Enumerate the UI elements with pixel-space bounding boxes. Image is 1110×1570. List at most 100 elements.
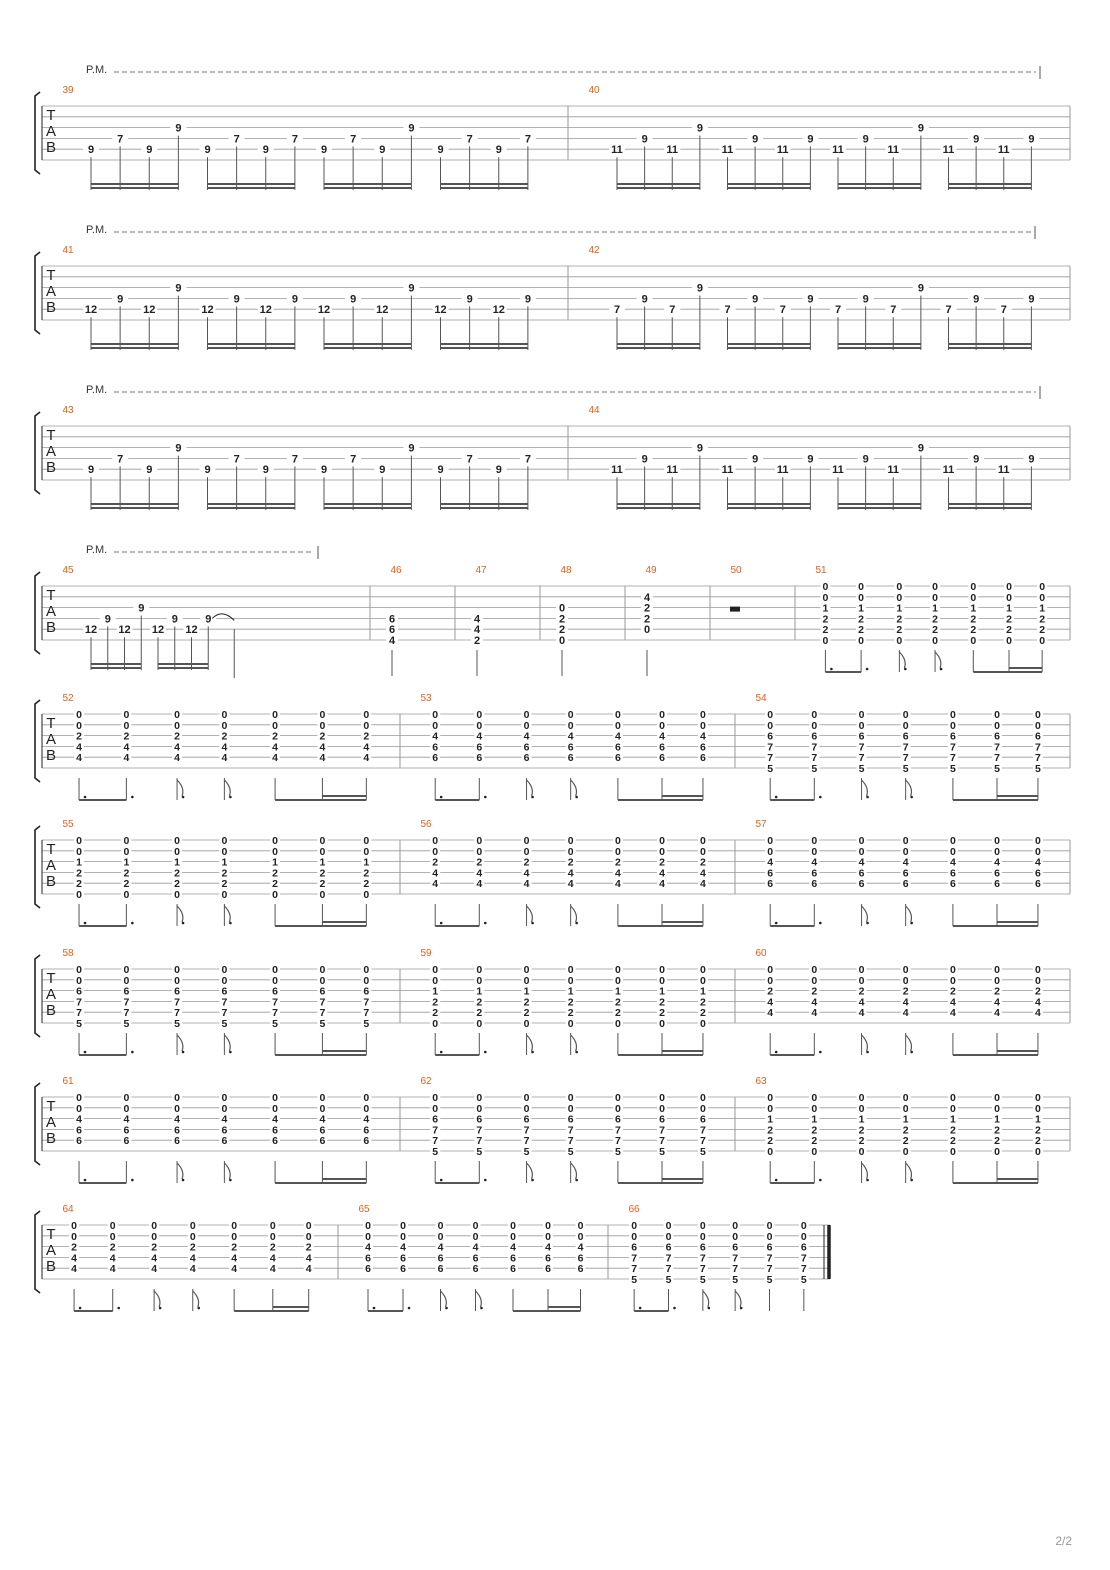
tab-clef-letter: A bbox=[46, 857, 56, 874]
fret-number: 0 bbox=[110, 1231, 116, 1243]
fret-number: 9 bbox=[752, 453, 758, 465]
fret-number: 12 bbox=[260, 304, 272, 316]
fret-bg bbox=[612, 855, 623, 867]
fret-number: 7 bbox=[234, 133, 240, 145]
fret-number: 0 bbox=[896, 592, 902, 604]
fret-number: 0 bbox=[1039, 581, 1045, 593]
fret-number: 7 bbox=[76, 996, 82, 1008]
fret-bg bbox=[361, 963, 372, 974]
fret-number: 0 bbox=[970, 581, 976, 593]
fret-number: 0 bbox=[858, 581, 864, 593]
measure-number: 42 bbox=[588, 245, 600, 256]
fret-number: 0 bbox=[270, 1231, 276, 1243]
fret-number: 7 bbox=[732, 1263, 738, 1275]
fret-bg bbox=[1032, 762, 1043, 773]
fret-number: 1 bbox=[319, 857, 325, 869]
fret-bg bbox=[747, 452, 764, 465]
fret-number: 4 bbox=[811, 857, 817, 869]
fret-bg bbox=[968, 590, 979, 602]
fret-number: 4 bbox=[545, 1242, 551, 1254]
fret-bg bbox=[856, 1006, 867, 1018]
fret-bg bbox=[270, 740, 281, 752]
fret-bg bbox=[430, 1112, 441, 1124]
fret-bg bbox=[172, 844, 183, 856]
dot bbox=[866, 795, 869, 799]
fret-number: 7 bbox=[767, 741, 773, 753]
fret-bg bbox=[229, 1219, 240, 1230]
fret-bg bbox=[697, 877, 708, 889]
fret-number: 9 bbox=[525, 293, 531, 305]
fret-bg bbox=[430, 740, 441, 752]
fret-number: 0 bbox=[1035, 846, 1041, 858]
fret-bg bbox=[219, 963, 230, 974]
fret-number: 4 bbox=[568, 878, 574, 890]
flag bbox=[905, 1162, 913, 1180]
flag bbox=[905, 905, 913, 923]
fret-number: 6 bbox=[432, 1114, 438, 1126]
fret-number: 6 bbox=[1035, 878, 1041, 890]
fret-bg bbox=[657, 844, 667, 856]
fret-bg bbox=[565, 1101, 576, 1113]
fret-bg bbox=[317, 844, 328, 856]
fret-number: 2 bbox=[644, 613, 650, 625]
fret-number: 0 bbox=[365, 1220, 371, 1232]
fret-number: 2 bbox=[994, 1135, 1000, 1147]
fret-bg bbox=[856, 590, 867, 602]
fret-number: 7 bbox=[117, 133, 123, 145]
fret-bg bbox=[629, 1219, 640, 1230]
fret-number: 2 bbox=[174, 867, 180, 879]
fret-number: 9 bbox=[807, 133, 813, 145]
fret-bg bbox=[172, 888, 183, 899]
fret-bg bbox=[172, 877, 183, 889]
fret-number: 5 bbox=[950, 763, 956, 775]
fret-number: 0 bbox=[700, 720, 706, 732]
dot bbox=[939, 667, 943, 671]
fret-number: 0 bbox=[659, 709, 665, 721]
fret-number: 4 bbox=[994, 857, 1000, 869]
fret-bg bbox=[317, 995, 328, 1007]
measure-number: 59 bbox=[420, 948, 432, 959]
fret-bg bbox=[172, 984, 183, 996]
dot bbox=[707, 1306, 711, 1310]
fret-number: 4 bbox=[432, 867, 438, 879]
fret-bg bbox=[612, 1112, 623, 1124]
fret-number: 4 bbox=[767, 1007, 773, 1019]
fret-bg bbox=[697, 834, 708, 845]
fret-bg bbox=[121, 834, 132, 845]
fret-bg bbox=[430, 1006, 441, 1018]
fret-number: 0 bbox=[272, 889, 278, 901]
system-bracket bbox=[34, 91, 41, 175]
fret-number: 9 bbox=[863, 293, 869, 305]
fret-bg bbox=[430, 834, 441, 845]
measure-54: 5400677500677500677500677500677500677500… bbox=[755, 693, 1043, 801]
fret-bg bbox=[471, 612, 483, 625]
fret-number: 11 bbox=[666, 144, 678, 156]
fret-bg bbox=[74, 995, 85, 1007]
fret-number: 7 bbox=[432, 1124, 438, 1136]
fret-bg bbox=[719, 303, 736, 316]
fret-number: 4 bbox=[1035, 857, 1041, 869]
fret-number: 0 bbox=[903, 975, 909, 987]
fret-bg bbox=[1004, 601, 1014, 613]
fret-bg bbox=[798, 1229, 809, 1241]
fret-bg bbox=[474, 995, 485, 1007]
fret-number: 4 bbox=[306, 1263, 312, 1275]
fret-bg bbox=[430, 1091, 441, 1102]
fret-bg bbox=[565, 1091, 576, 1102]
fret-number: 6 bbox=[903, 731, 909, 743]
fret-number: 7 bbox=[174, 996, 180, 1008]
fret-bg bbox=[270, 855, 281, 867]
dot bbox=[117, 1306, 121, 1310]
fret-bg bbox=[121, 888, 132, 899]
fret-number: 5 bbox=[363, 1018, 369, 1030]
fret-bg bbox=[1032, 844, 1043, 856]
fret-number: 2 bbox=[306, 1242, 312, 1254]
flag bbox=[176, 779, 184, 797]
fret-number: 6 bbox=[767, 1242, 773, 1254]
fret-bg bbox=[556, 601, 568, 614]
fret-number: 7 bbox=[950, 741, 956, 753]
fret-number: 0 bbox=[859, 835, 865, 847]
fret-bg bbox=[543, 1219, 553, 1230]
fret-bg bbox=[612, 973, 623, 985]
fret-bg bbox=[765, 740, 776, 752]
